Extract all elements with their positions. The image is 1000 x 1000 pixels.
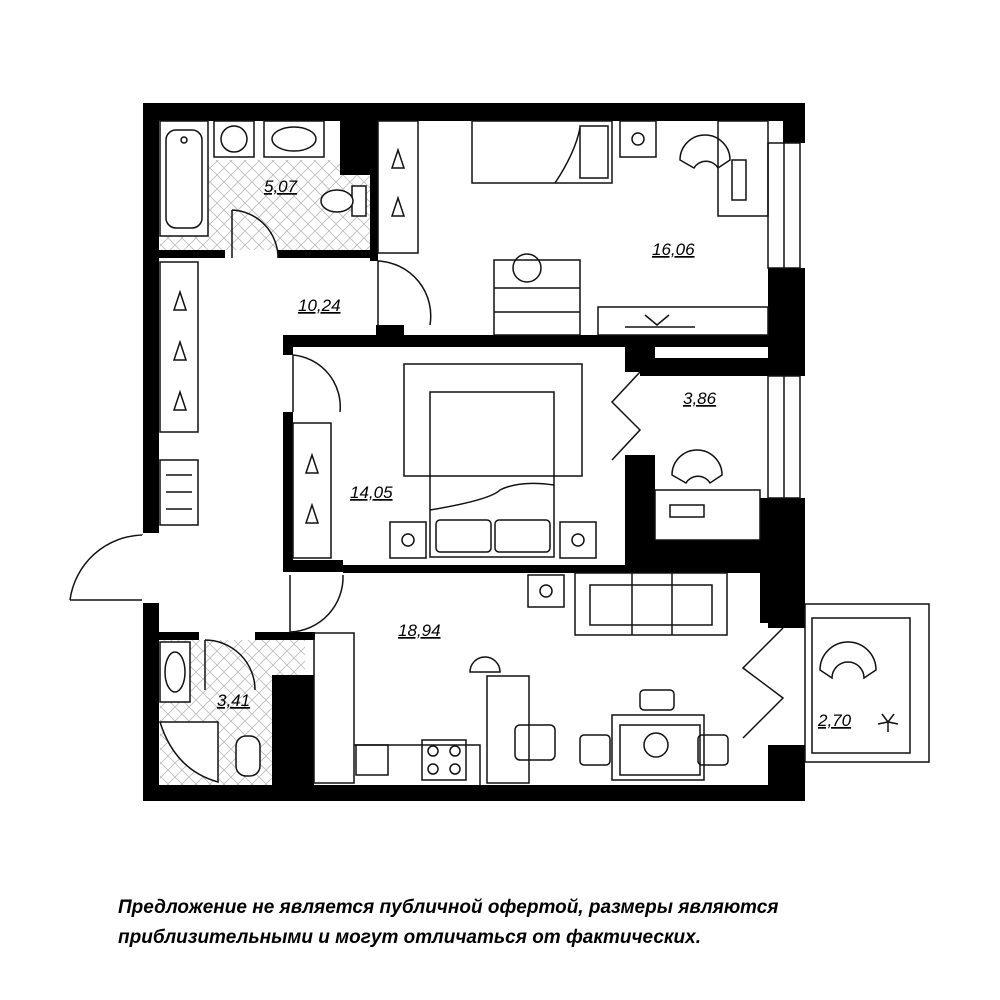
sink-icon — [263, 120, 325, 158]
bedroom2-nightstands-icon — [389, 521, 597, 559]
shoe-rack-icon — [159, 459, 199, 526]
dresser-icon — [493, 253, 581, 336]
dining-table-icon — [579, 689, 729, 781]
hallway-wardrobe-icon — [159, 261, 199, 433]
single-bed-icon — [471, 120, 613, 184]
living-lamp-icon — [527, 574, 565, 608]
area-study: 3,86 — [683, 389, 717, 408]
area-wc: 3,41 — [217, 691, 250, 710]
entrance-door — [69, 534, 144, 603]
hallway-doors — [289, 260, 432, 633]
disclaimer-line-2: приблизительными и могут отличаться от ф… — [118, 927, 702, 948]
area-hallway: 10,24 — [298, 296, 341, 315]
room-area-labels: 5,07 10,24 16,06 14,05 3,86 18,94 3,41 2… — [217, 177, 852, 730]
nightstand-icon — [619, 120, 657, 158]
kitchen-island-icon — [469, 656, 556, 784]
bathroom-door — [231, 209, 279, 259]
study-doors — [610, 371, 642, 461]
balcony-doors — [741, 627, 785, 739]
toilet-icon — [320, 185, 367, 217]
area-bathroom: 5,07 — [264, 177, 298, 196]
bathtub-icon — [159, 120, 209, 237]
walls — [143, 103, 805, 801]
balcony — [804, 603, 930, 763]
area-bedroom-1: 16,06 — [652, 240, 695, 259]
bedroom2-wardrobe-icon — [292, 422, 332, 559]
tv-stand-icon — [597, 306, 769, 336]
wc-fixtures — [158, 639, 261, 783]
double-bed-icon — [403, 363, 583, 558]
floor-plan: 5,07 10,24 16,06 14,05 3,86 18,94 3,41 2… — [69, 103, 930, 801]
disclaimer-line-1: Предложение не является публичной оферто… — [118, 897, 779, 918]
area-living-kitchen: 18,94 — [398, 621, 441, 640]
disclaimer-text: Предложение не является публичной оферто… — [118, 893, 918, 953]
bedroom1-wardrobe-icon — [377, 120, 419, 254]
study-desk-icon — [654, 449, 761, 541]
area-balcony: 2,70 — [817, 711, 852, 730]
desk-icon — [679, 120, 769, 217]
windows — [767, 142, 801, 499]
kitchen-counter-icon — [313, 632, 481, 785]
washing-machine-icon — [213, 120, 255, 158]
area-bedroom-2: 14,05 — [350, 483, 393, 502]
sofa-icon — [574, 572, 728, 636]
